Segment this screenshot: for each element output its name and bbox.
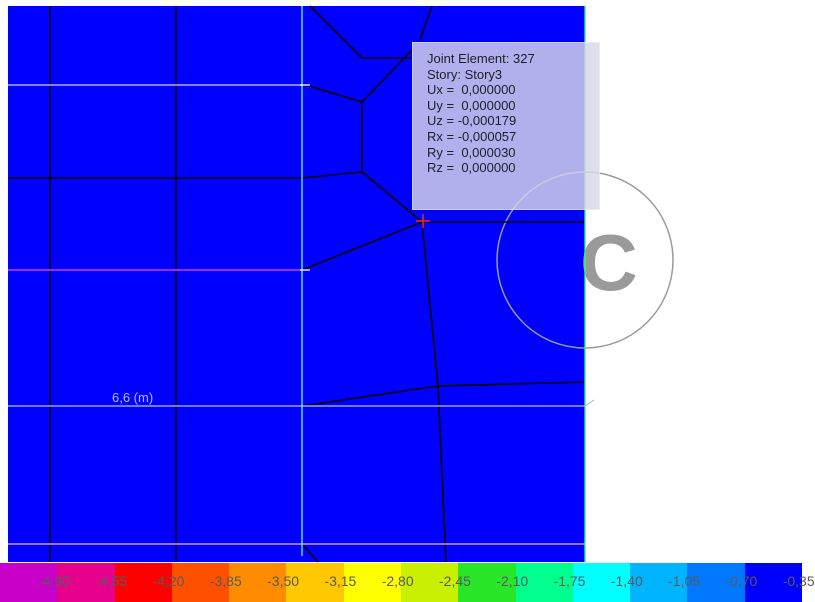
shell-contour-canvas[interactable]: C bbox=[0, 0, 802, 563]
legend-swatch bbox=[114, 563, 172, 602]
tooltip-uy: Uy = 0,000000 bbox=[427, 97, 516, 113]
mesh-lines bbox=[8, 5, 586, 563]
model-viewport[interactable]: C bbox=[0, 0, 802, 563]
contour-color-legend bbox=[0, 563, 802, 602]
tooltip-title: Joint Element: 327 bbox=[427, 51, 535, 66]
tooltip-ry: Ry = 0,000030 bbox=[427, 144, 516, 160]
legend-swatch bbox=[229, 563, 287, 602]
tooltip-story: Story: Story3 bbox=[427, 66, 503, 82]
legend-swatch bbox=[343, 563, 401, 602]
joint-info-tooltip: Joint Element: 327 Story: Story3 Ux = 0,… bbox=[412, 42, 600, 210]
legend-swatch bbox=[286, 563, 344, 602]
legend-swatch bbox=[171, 563, 230, 602]
legend-swatch bbox=[630, 563, 688, 602]
joint-cursor bbox=[416, 214, 430, 228]
dimension-label: 6,6 (m) bbox=[112, 390, 154, 405]
tooltip-uz: Uz = -0,000179 bbox=[427, 113, 517, 129]
tooltip-ux: Ux = 0,000000 bbox=[427, 82, 516, 98]
legend-swatch bbox=[400, 563, 459, 602]
watermark-letter: C bbox=[580, 218, 638, 307]
legend-swatch bbox=[57, 563, 115, 602]
legend-swatch bbox=[687, 563, 745, 602]
tooltip-rx: Rx = -0,000057 bbox=[427, 128, 517, 144]
legend-swatch bbox=[572, 563, 631, 602]
legend-swatch bbox=[515, 563, 573, 602]
gridlines bbox=[8, 6, 595, 562]
legend-swatch bbox=[458, 563, 516, 602]
tooltip-rz: Rz = 0,000000 bbox=[427, 160, 516, 176]
legend-swatch bbox=[744, 563, 802, 602]
legend-swatch bbox=[0, 563, 58, 602]
